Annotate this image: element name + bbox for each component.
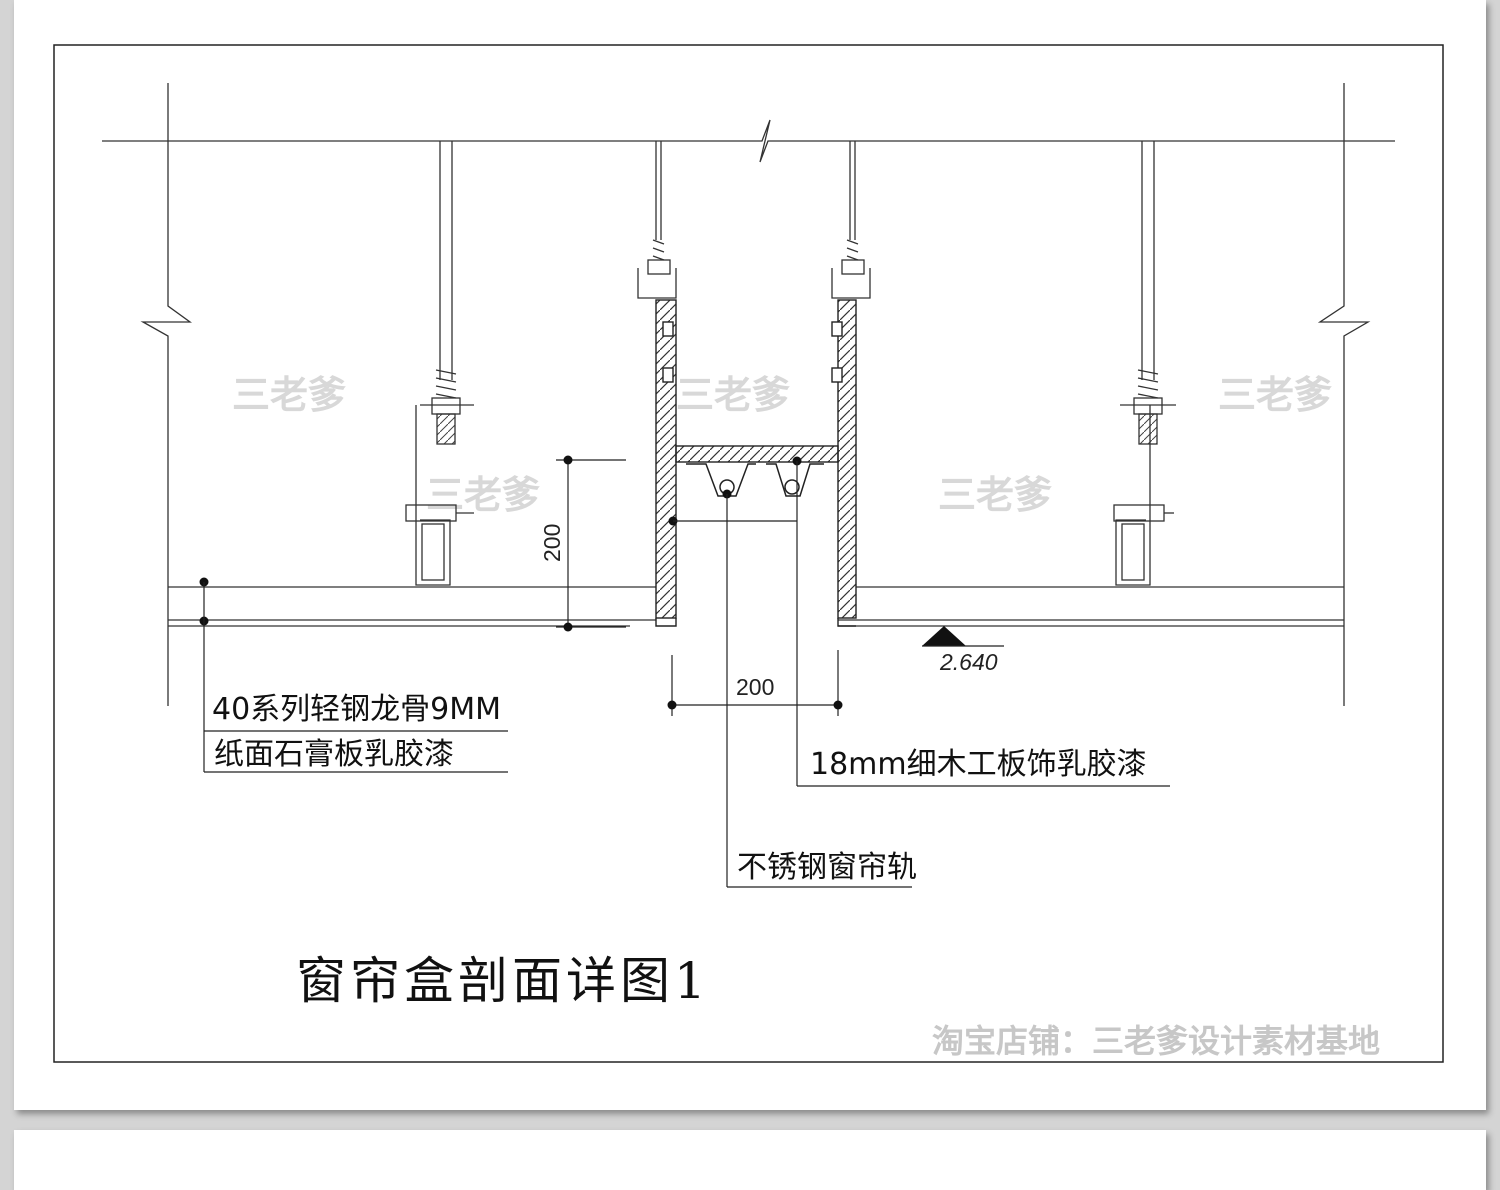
plywood-boards: [655, 299, 857, 627]
structure-lines: [102, 83, 1395, 706]
watermark-2: 三老爹: [676, 373, 790, 417]
drawing-sheet: [14, 0, 1486, 1110]
leader-lines: [203, 461, 1170, 888]
watermark-4: 三老爹: [426, 473, 540, 517]
section-drawing: 三老爹 三老爹 三老爹 三老爹 三老爹 淘宝店铺：三老爹设计素材基地: [53, 44, 1444, 1063]
elevation-value: 2.640: [939, 649, 998, 675]
watermark-5: 三老爹: [938, 473, 1052, 517]
dim-horizontal: 200: [736, 674, 774, 700]
label-keel: 40系列轻钢龙骨9MM: [212, 692, 501, 727]
watermarks: 三老爹 三老爹 三老爹 三老爹 三老爹 淘宝店铺：三老爹设计素材基地: [232, 373, 1380, 1060]
label-gypsum: 纸面石膏板乳胶漆: [214, 737, 454, 772]
right-hanger: [1113, 141, 1176, 586]
label-plywood: 18mm细木工板饰乳胶漆: [810, 747, 1147, 782]
dim-vertical: 200: [539, 524, 565, 562]
ceiling-board: [168, 586, 1344, 627]
drawing-title: 窗帘盒剖面详图1: [296, 952, 710, 1010]
drawing-frame: [53, 44, 1444, 1063]
curtain-box-hangers: [637, 141, 871, 299]
shop-watermark: 淘宝店铺：三老爹设计素材基地: [932, 1022, 1380, 1060]
curtain-rails: [686, 463, 824, 497]
watermark-1: 三老爹: [232, 373, 346, 417]
left-hanger: [405, 141, 474, 586]
watermark-3: 三老爹: [1218, 373, 1332, 417]
dimension-dots: [199, 455, 843, 710]
elevation-marker: [922, 626, 1004, 647]
label-rail: 不锈钢窗帘轨: [737, 850, 917, 885]
